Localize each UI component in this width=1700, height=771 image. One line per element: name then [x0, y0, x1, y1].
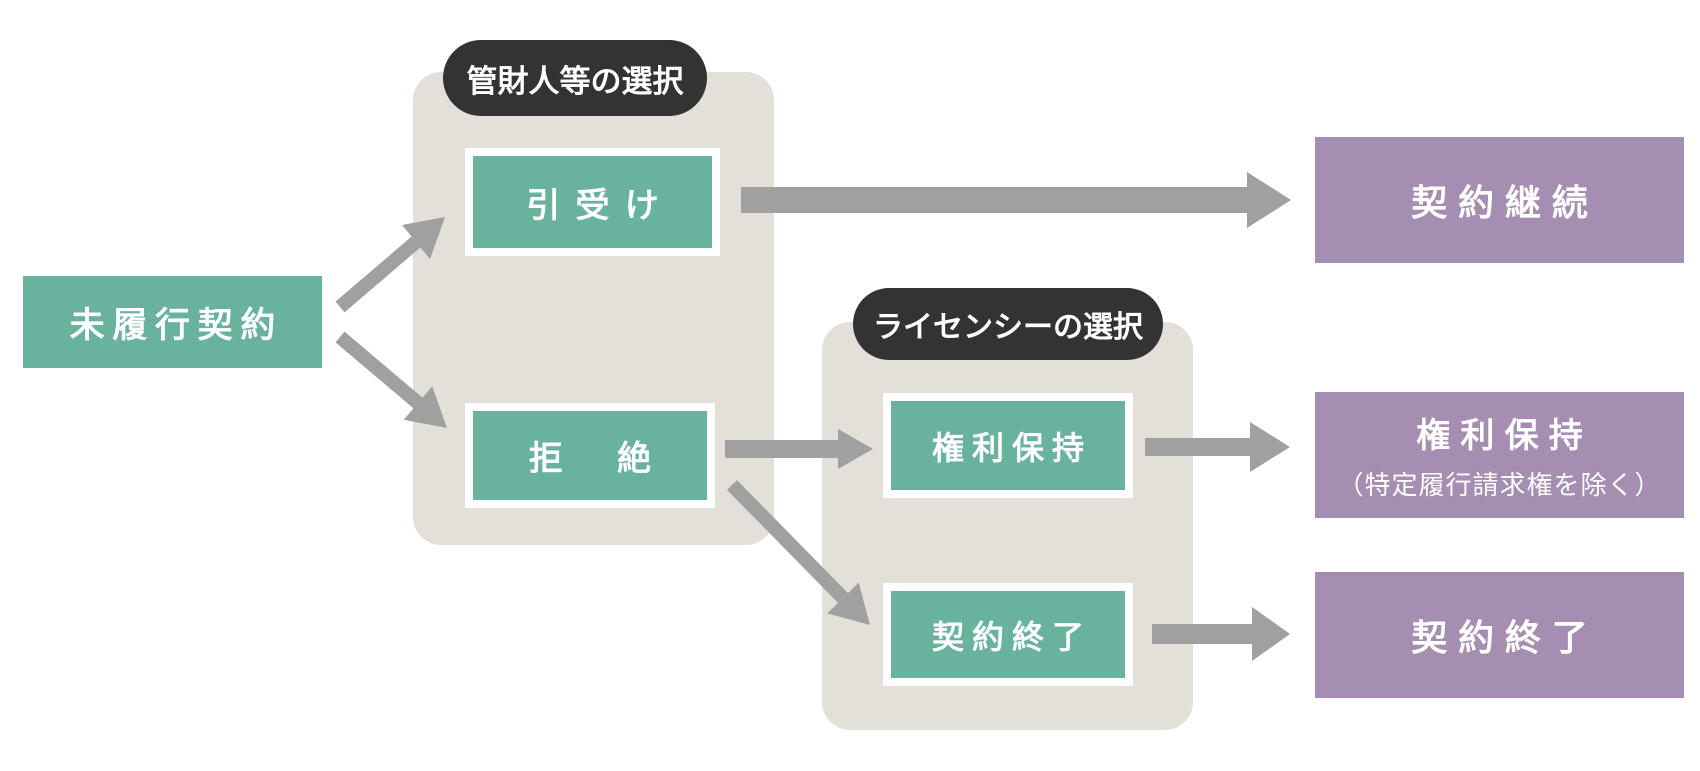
outcome-rights-retained: 権利保持 （特定履行請求権を除く）	[1315, 392, 1684, 518]
licensee-choice-label-text: ライセンシーの選択	[873, 311, 1143, 344]
node-assume-text: 引受け	[526, 186, 675, 225]
trustee-choice-label: 管財人等の選択	[443, 40, 707, 116]
node-executory-contract: 未履行契約	[23, 276, 322, 368]
node-executory-contract-text: 未履行契約	[69, 305, 284, 345]
outcome-contract-continues-text: 契約継続	[1411, 182, 1599, 223]
node-assume: 引受け	[465, 148, 720, 256]
arrow-assume-to-continue	[741, 172, 1291, 228]
outcome-contract-terminated-text: 契約終了	[1411, 617, 1599, 658]
node-reject: 拒 絶	[465, 403, 715, 508]
node-terminate-contract: 契約終了	[883, 583, 1133, 686]
node-retain-rights-text: 権利保持	[931, 429, 1092, 466]
trustee-choice-label-text: 管財人等の選択	[466, 63, 684, 99]
licensee-choice-label: ライセンシーの選択	[853, 288, 1163, 360]
outcome-contract-terminated: 契約終了	[1315, 572, 1684, 698]
node-reject-text: 拒 絶	[528, 440, 662, 478]
node-terminate-contract-text: 契約終了	[931, 618, 1092, 655]
outcome-contract-continues: 契約継続	[1315, 137, 1684, 263]
outcome-rights-retained-note: （特定履行請求権を除く）	[1337, 470, 1662, 500]
outcome-rights-retained-text: 権利保持	[1416, 417, 1593, 455]
node-retain-rights: 権利保持	[883, 393, 1133, 498]
